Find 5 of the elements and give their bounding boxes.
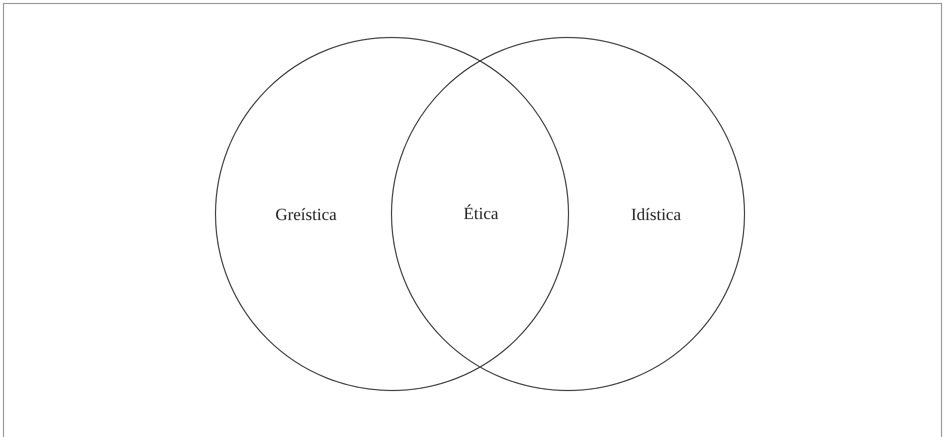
venn-circle — [391, 37, 745, 391]
intersection-label: Ética — [464, 204, 498, 224]
venn-circle — [215, 37, 569, 391]
set-label: Greística — [275, 205, 337, 225]
set-label: Idística — [630, 205, 682, 225]
